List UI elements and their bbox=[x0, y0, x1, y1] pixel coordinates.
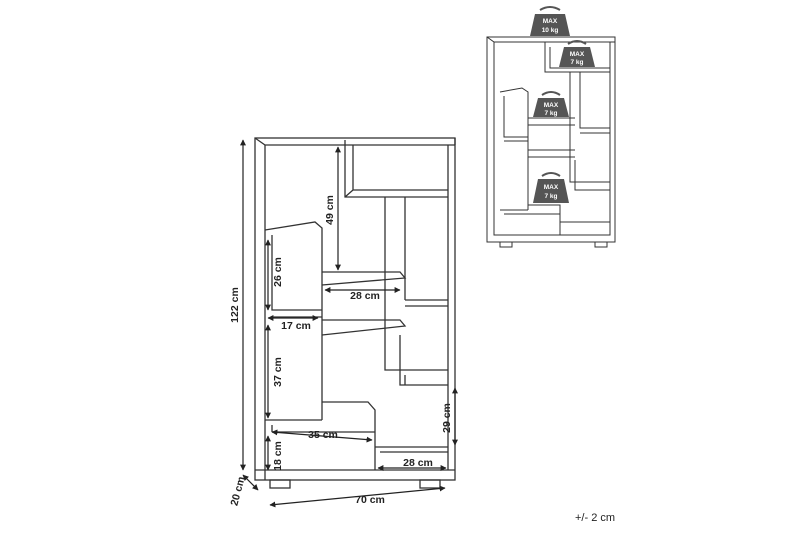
middle-shelf bbox=[321, 271, 407, 286]
right-tall-box bbox=[384, 197, 448, 371]
dim-left-upper-width: 17 cm bbox=[281, 320, 311, 332]
dim-height: 122 cm bbox=[229, 287, 241, 323]
shelf-foot-left bbox=[269, 479, 291, 489]
right-lower-box bbox=[399, 335, 448, 386]
shelf-outer-frame bbox=[254, 137, 456, 481]
shelf-top-edge bbox=[254, 137, 456, 146]
svg-text:MAX: MAX bbox=[544, 102, 559, 109]
dim-bottom-right-width: 28 cm bbox=[403, 457, 433, 469]
svg-text:MAX: MAX bbox=[543, 18, 558, 25]
svg-text:7 kg: 7 kg bbox=[544, 110, 557, 117]
dim-middle-shelf: 28 cm bbox=[350, 290, 380, 302]
middle-shelf-2 bbox=[321, 319, 407, 336]
shelf-plinth bbox=[255, 469, 455, 480]
tolerance-note: +/- 2 cm bbox=[575, 512, 616, 524]
dim-bottom-left-width: 35 cm bbox=[308, 429, 338, 441]
svg-text:10 kg: 10 kg bbox=[542, 27, 559, 34]
svg-text:7 kg: 7 kg bbox=[544, 193, 557, 200]
load-weight-shelf-2: MAX 7 kg bbox=[533, 91, 569, 117]
svg-text:MAX: MAX bbox=[544, 184, 559, 191]
svg-text:7 kg: 7 kg bbox=[570, 59, 583, 66]
shelf-foot-right bbox=[419, 479, 441, 489]
dimension-labels: 122 cm 20 cm 70 cm 49 cm 26 cm 17 cm 28 … bbox=[228, 195, 453, 507]
top-box bbox=[344, 140, 448, 198]
dim-depth: 20 cm bbox=[228, 475, 247, 507]
dim-bottom-right-height: 29 cm bbox=[441, 403, 453, 433]
dim-left-lower-height: 37 cm bbox=[272, 357, 284, 387]
dim-bottom-left-height: 18 cm bbox=[272, 441, 284, 471]
load-weight-top: MAX 10 kg bbox=[530, 6, 570, 36]
dim-top-compartment: 49 cm bbox=[324, 195, 336, 225]
dim-left-upper-height: 26 cm bbox=[272, 257, 284, 287]
load-weight-shelf-3: MAX 7 kg bbox=[533, 172, 569, 203]
main-shelf-drawing bbox=[254, 137, 456, 489]
load-shelf-drawing bbox=[486, 36, 616, 248]
dimension-lines bbox=[240, 139, 458, 508]
svg-text:MAX: MAX bbox=[570, 51, 585, 58]
dim-width: 70 cm bbox=[355, 494, 385, 506]
load-weight-shelf-1: MAX 7 kg bbox=[559, 40, 595, 67]
bottom-right-shelf bbox=[375, 446, 448, 453]
